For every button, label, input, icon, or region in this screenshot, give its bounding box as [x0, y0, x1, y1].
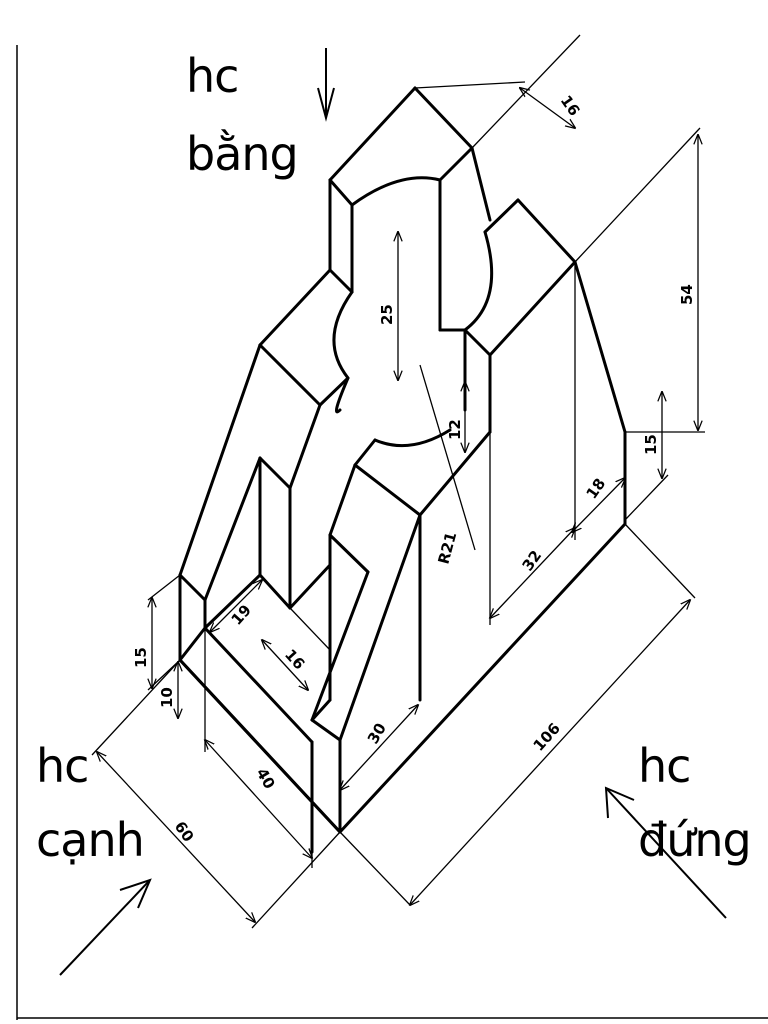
dim-10: 10 [158, 687, 176, 708]
dimension-lines [91, 34, 705, 929]
dim-r21: R21 [434, 530, 460, 566]
dim-54: 54 [678, 284, 696, 305]
top-view-label-line2: bằng [186, 127, 299, 181]
side-view-label-line1: hc [36, 739, 89, 793]
top-view-label-line1: hc [186, 49, 239, 103]
top-view-arrow [317, 48, 335, 122]
dim-16-slot: 16 [281, 646, 308, 674]
dim-30: 30 [364, 720, 390, 747]
dim-40: 40 [253, 765, 279, 792]
dim-16-top: 16 [557, 92, 584, 119]
top-view-label: hc bằng [186, 49, 299, 181]
dim-25: 25 [378, 304, 396, 325]
dim-19: 19 [228, 601, 255, 629]
dim-15-right: 15 [642, 434, 660, 455]
dim-12: 12 [446, 419, 464, 440]
dim-32: 32 [519, 547, 546, 574]
front-view-arrow [604, 786, 727, 919]
dim-106: 106 [530, 719, 564, 754]
dim-60: 60 [171, 818, 198, 845]
dim-15-left: 15 [132, 647, 150, 668]
side-view-arrow [59, 878, 152, 976]
